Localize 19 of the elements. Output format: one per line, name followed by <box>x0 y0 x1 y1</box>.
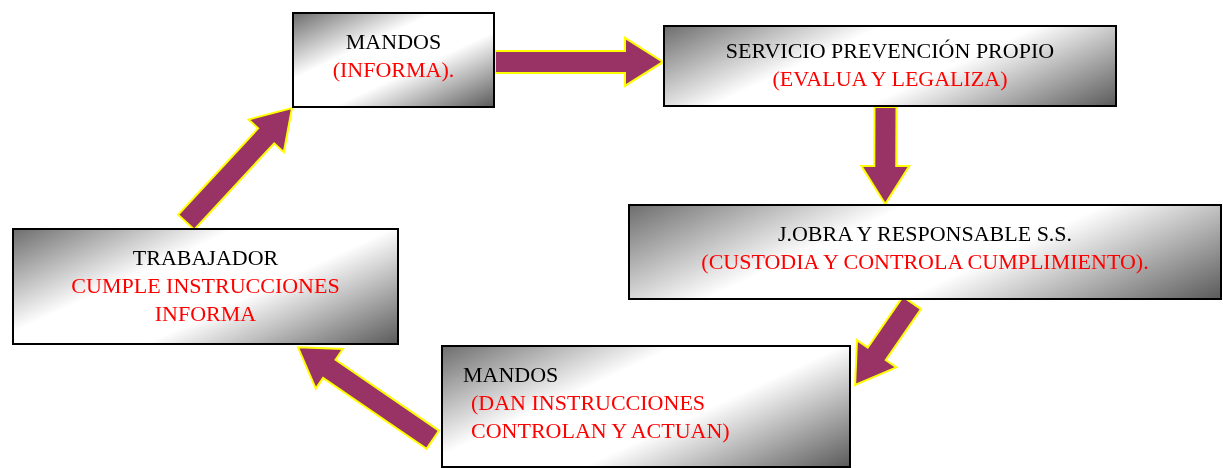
process-box <box>663 25 1117 107</box>
block-arrow <box>859 106 912 206</box>
process-box <box>628 204 1222 300</box>
block-arrow <box>176 106 294 231</box>
box-description: (DAN INSTRUCCIONES CONTROLAN Y ACTUAN) <box>470 389 731 445</box>
block-arrow <box>296 346 441 451</box>
box-title: TRABAJADOR <box>132 244 279 272</box>
process-box <box>441 345 851 468</box>
box-title: MANDOS <box>345 28 442 56</box>
box-title: MANDOS <box>463 361 559 389</box>
box-description: (CUSTODIA Y CONTROLA CUMPLIMIENTO). <box>701 248 1149 276</box>
box-description: CUMPLE INSTRUCCIONES INFORMA <box>70 272 341 328</box>
box-title: J.OBRA Y RESPONSABLE S.S. <box>777 220 1073 248</box>
process-box <box>292 12 495 108</box>
process-box <box>12 228 399 345</box>
box-description: (EVALUA Y LEGALIZA) <box>772 65 1008 93</box>
box-title: SERVICIO PREVENCIÓN PROPIO <box>725 37 1055 65</box>
block-arrow <box>494 36 665 88</box>
box-description: (INFORMA). <box>332 56 455 84</box>
